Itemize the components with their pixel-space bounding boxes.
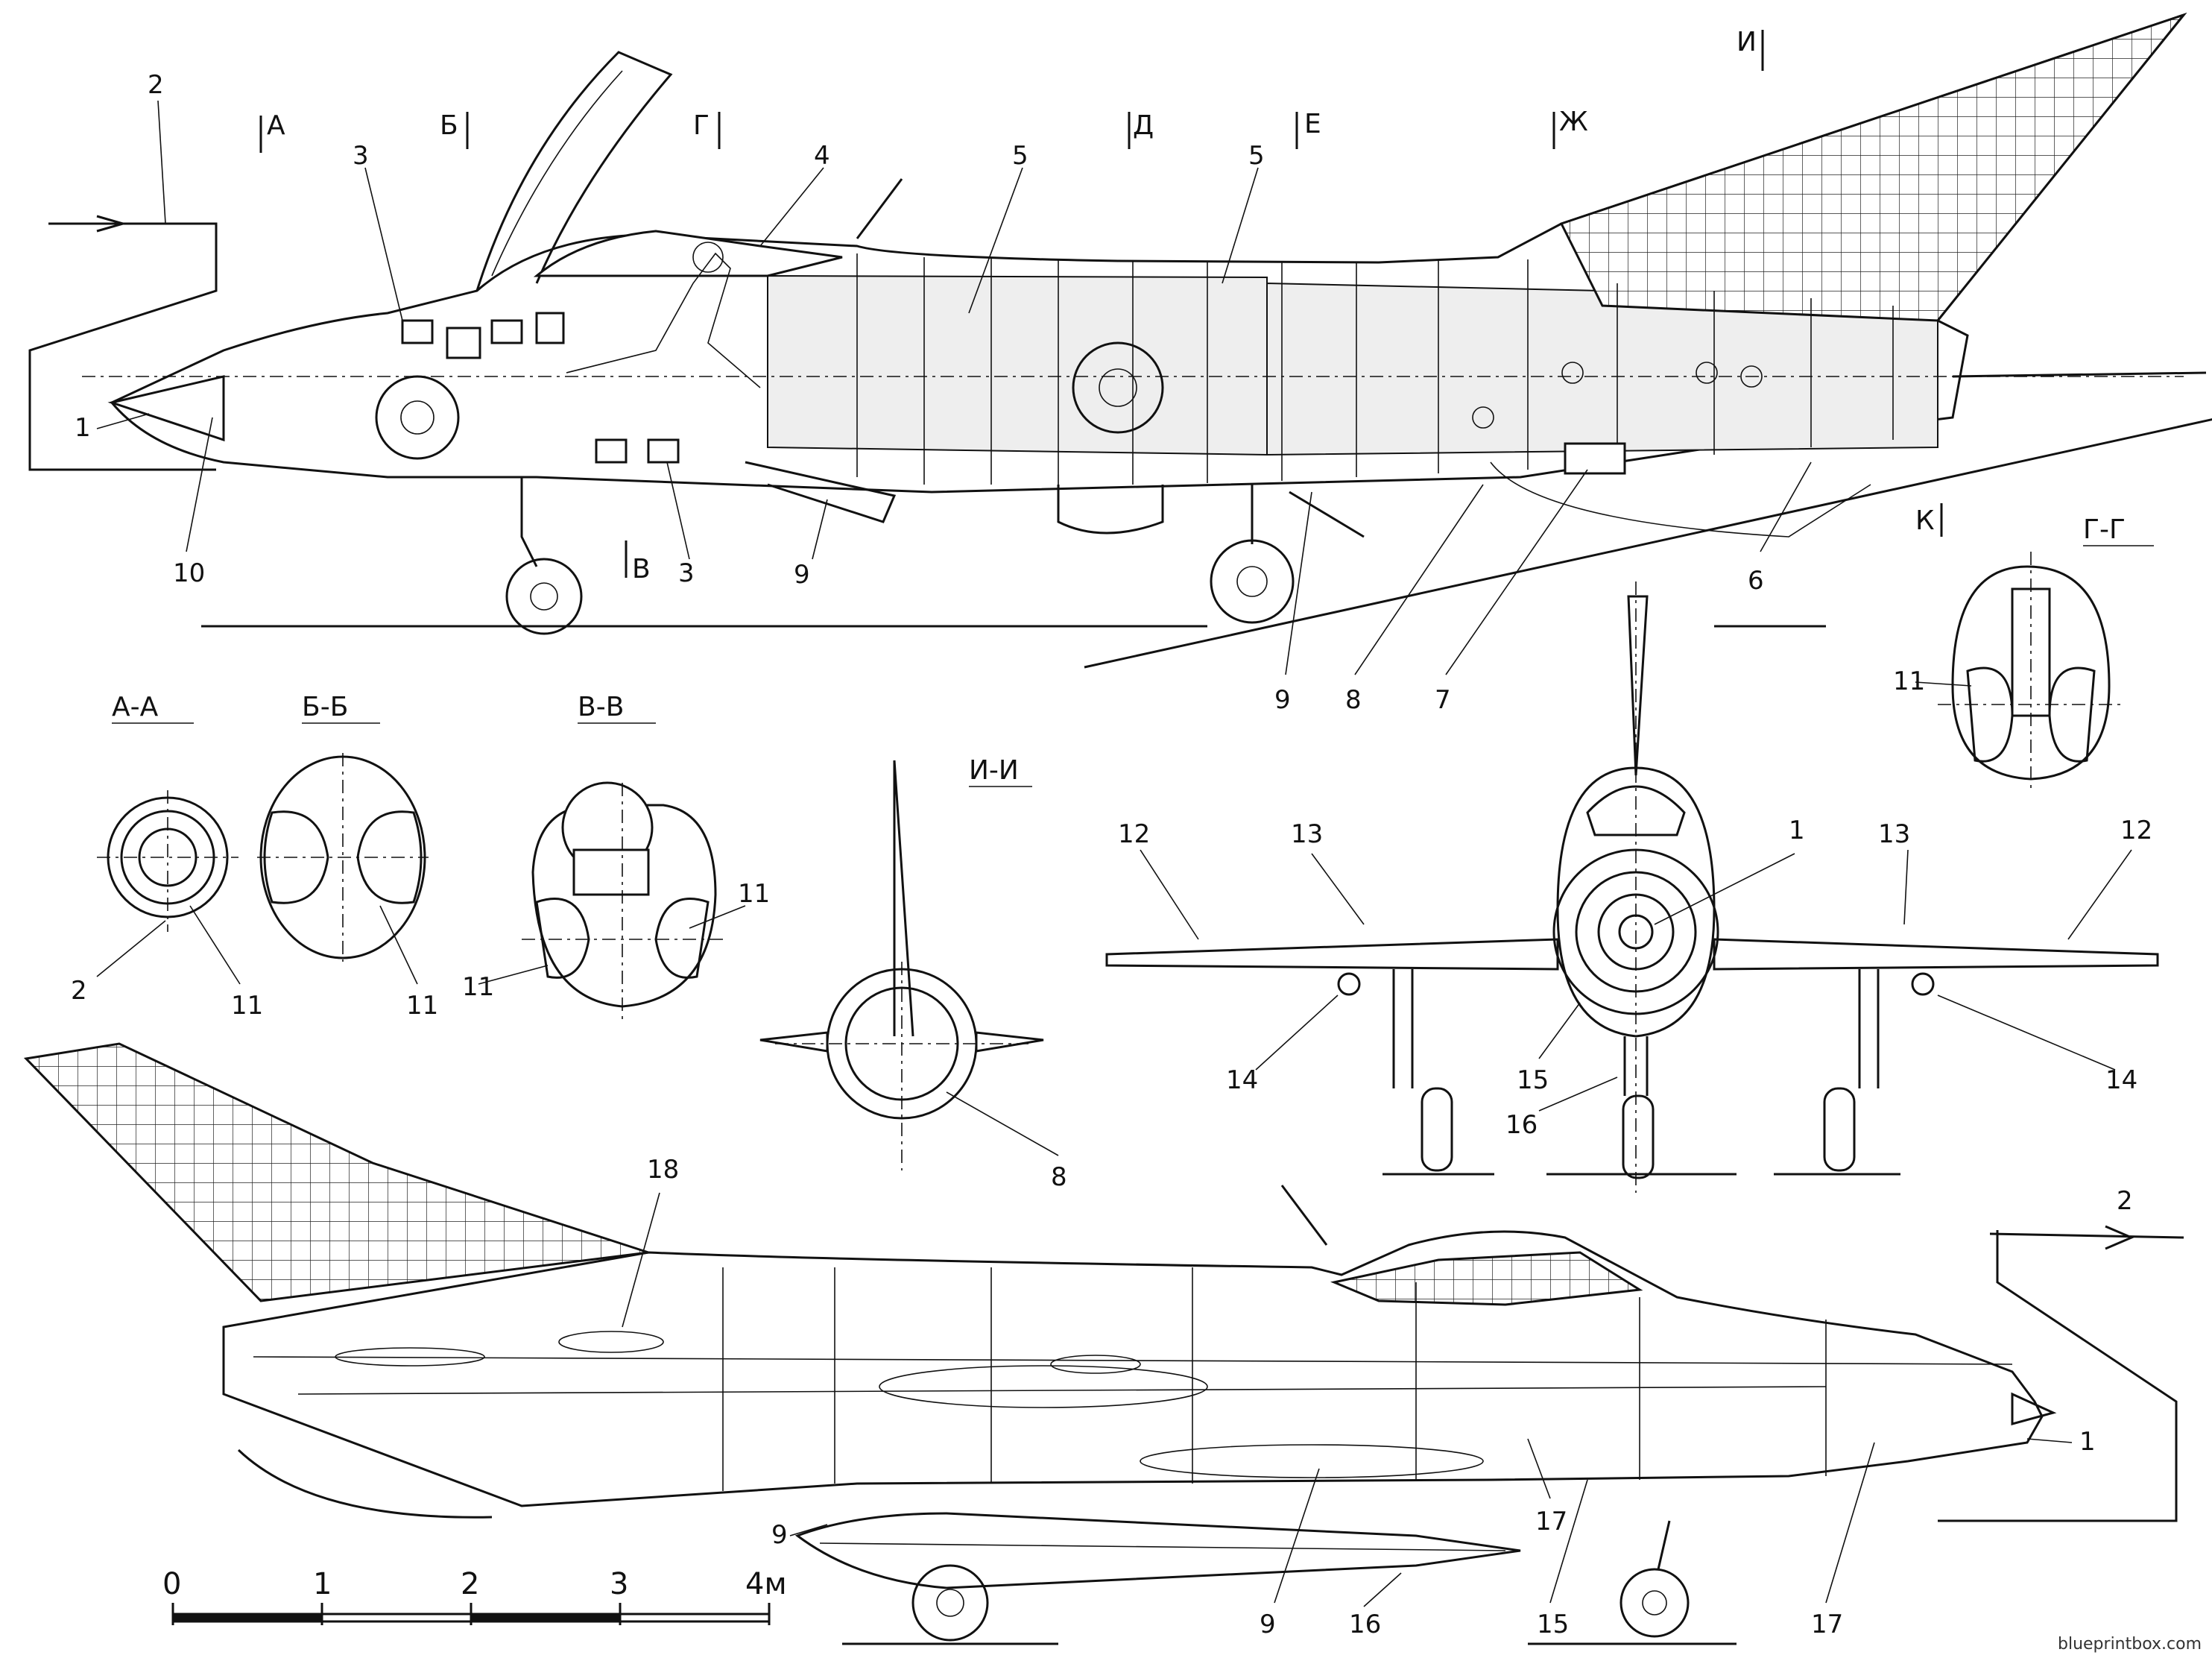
fuel-tanks [767,274,1268,456]
section-gg: Г-Г 11 [1893,514,2154,790]
callout-2-aa: 2 [71,976,87,1006]
section-title-ii: И-И [969,755,1019,786]
callout-9-bottom-right: 9 [1260,1610,1276,1639]
callout-11-vv-left: 11 [462,972,494,1002]
cutaway-callouts: 2 3 4 5 5 1 10 3 9 9 8 7 6 [75,70,1812,715]
scale-bar: 0 1 2 3 4м [162,1567,787,1625]
scale-tick-3: 3 [610,1567,628,1601]
callout-15-front: 15 [1517,1065,1549,1095]
callout-9-top-right: 9 [1274,685,1291,715]
callout-17-bottom-right: 17 [1811,1610,1843,1639]
callout-4: 4 [814,141,830,171]
callout-9-top-left: 9 [794,560,810,590]
section-title-bb: Б-Б [302,692,348,722]
callout-11-gg: 11 [1893,666,1925,696]
section-mark-d: Д [1133,110,1154,141]
section-title-gg: Г-Г [2083,514,2126,545]
callout-8-ii: 8 [1051,1162,1067,1192]
callout-12-front-right: 12 [2120,816,2152,845]
callout-14-front-left: 14 [1226,1065,1258,1095]
scale-tick-0: 0 [162,1567,181,1601]
scale-tick-2: 2 [461,1567,479,1601]
callout-16-front: 16 [1505,1110,1538,1140]
callout-8-top: 8 [1345,685,1362,715]
section-marks: А Б Г Д Е Ж И В К [259,27,1943,584]
callout-5-left: 5 [1012,141,1028,171]
callout-12-front-left: 12 [1118,819,1150,849]
callout-11-aa: 11 [231,991,263,1021]
section-mark-v: В [632,554,651,584]
section-mark-k: К [1915,505,1935,536]
callout-3-bottom: 3 [678,558,695,588]
section-bb: Б-Б 11 [257,692,438,1021]
exterior-side-view: 18 9 9 16 15 17 17 1 2 [23,1042,2184,1645]
callout-11-bb: 11 [406,991,438,1021]
section-ii: И-И 8 [759,755,1067,1192]
callout-17-bottom-left: 17 [1535,1507,1567,1536]
section-mark-zh: Ж [1559,107,1588,137]
callout-1-top: 1 [75,413,91,443]
watermark-text: blueprintbox.com [2058,1635,2202,1654]
section-mark-a: А [267,110,285,141]
cutaway-side-view [28,12,2212,669]
callout-14-front-right: 14 [2105,1065,2137,1095]
callout-3-top: 3 [353,141,369,171]
callout-6: 6 [1748,566,1764,596]
callout-11-vv-right: 11 [738,879,770,909]
fin-structure [1559,12,2187,322]
callout-10: 10 [173,558,205,588]
callout-7-top: 7 [1435,685,1451,715]
callout-1-bottom: 1 [2079,1427,2096,1457]
callout-2-bottom: 2 [2117,1186,2133,1216]
front-view: 12 13 1 13 12 14 15 14 16 [1105,581,2159,1193]
callout-18: 18 [647,1155,679,1185]
callout-16-bottom: 16 [1349,1610,1381,1639]
section-mark-g: Г [693,110,710,141]
section-aa: А-А 2 11 [71,692,263,1021]
section-title-vv: В-В [578,692,624,722]
callout-13-front-left: 13 [1291,819,1323,849]
section-mark-e: Е [1304,109,1321,139]
callout-5-right: 5 [1248,141,1265,171]
callout-13-front-right: 13 [1878,819,1910,849]
section-title-aa: А-А [112,692,159,722]
scale-tick-4m: 4м [745,1567,787,1601]
callout-1-front: 1 [1789,816,1805,845]
callout-9-bottom-left: 9 [771,1520,788,1550]
section-mark-i: И [1737,27,1757,57]
section-mark-b: Б [440,110,458,141]
section-vv: В-В 11 11 [462,692,770,1021]
callout-2-top: 2 [148,70,164,100]
callout-15-bottom: 15 [1537,1610,1569,1639]
scale-tick-1: 1 [313,1567,332,1601]
